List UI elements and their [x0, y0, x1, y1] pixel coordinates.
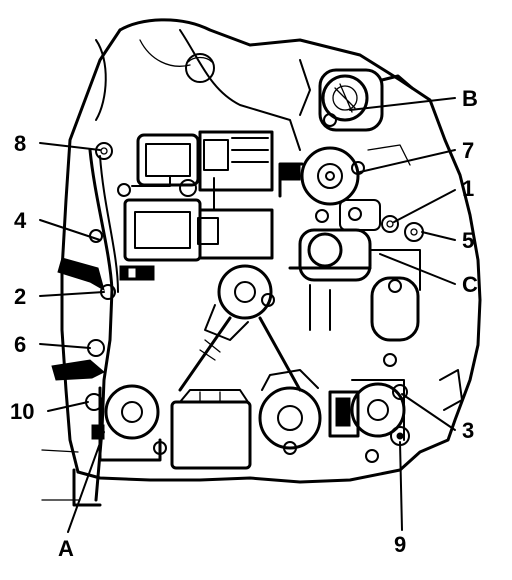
callout-labels: 8 4 2 6 10 A B 7 1 5 C 3 9: [10, 86, 478, 561]
leader-10: [47, 401, 89, 412]
callout-2: 2: [14, 284, 26, 309]
callout-10: 10: [10, 399, 34, 424]
solenoid-block-left: [117, 130, 274, 281]
leader-5: [421, 231, 456, 241]
callout-9: 9: [394, 532, 406, 557]
solenoid-bottom-center: [258, 369, 322, 450]
leader-1: [393, 189, 456, 223]
leader-lines: [39, 97, 456, 533]
leader-2: [39, 291, 105, 297]
callout-7: 7: [462, 138, 474, 163]
bolt-5: [404, 222, 424, 242]
callout-5: 5: [462, 228, 474, 253]
bottom-center-box: [170, 389, 252, 470]
center-solenoid: [178, 264, 302, 392]
callout-c: C: [462, 272, 478, 297]
leader-3: [401, 393, 456, 431]
wiring-harness: [88, 148, 119, 502]
arrows: [51, 257, 105, 381]
solenoid-b: [318, 68, 414, 132]
leader-4: [39, 219, 101, 241]
leader-a: [67, 431, 105, 533]
leader-b: [349, 97, 456, 111]
callout-3: 3: [462, 418, 474, 443]
callout-b: B: [462, 86, 478, 111]
callout-1: 1: [462, 176, 474, 201]
leader-7: [359, 149, 456, 173]
arrow-lower: [51, 359, 105, 381]
bolt-8: [95, 142, 113, 160]
leader-c: [379, 253, 456, 285]
solenoid-7: [278, 144, 411, 206]
callout-8: 8: [14, 131, 26, 156]
callout-4: 4: [14, 208, 27, 233]
housing-outline: [41, 18, 482, 507]
leader-9: [399, 441, 403, 531]
leader-8: [39, 142, 101, 151]
callout-a: A: [58, 536, 74, 561]
arrow-upper: [57, 257, 105, 292]
bolt-1: [381, 215, 399, 233]
leader-6: [39, 343, 91, 349]
solenoid-bottom-right: [328, 379, 406, 441]
top-boss: [185, 53, 215, 83]
solenoid-lower-left: [91, 384, 162, 462]
solenoid-block-right: [288, 199, 421, 342]
callout-6: 6: [14, 332, 26, 357]
